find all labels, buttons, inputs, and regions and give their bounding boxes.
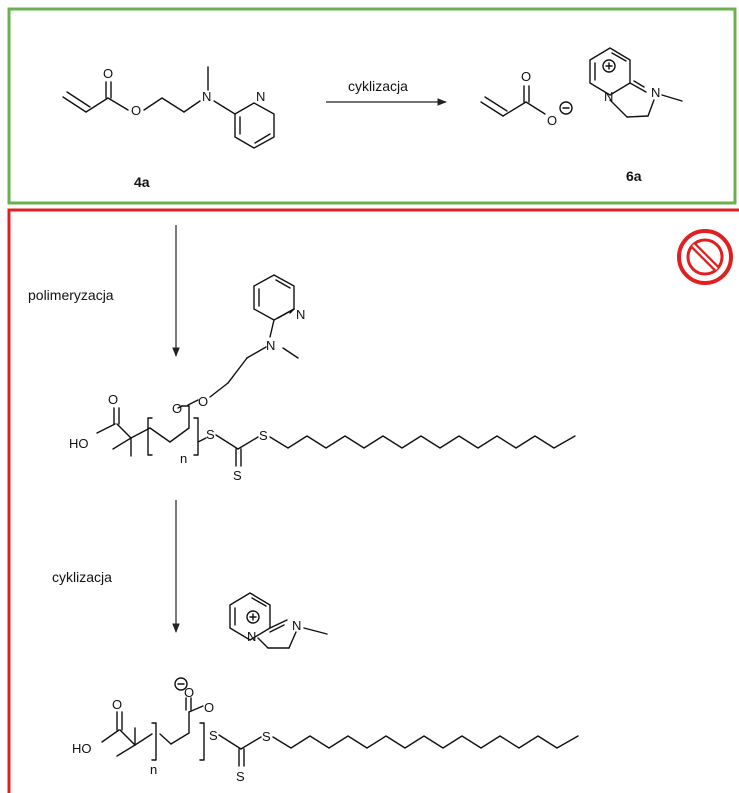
atom-n-cation-bottom-2: N [292,618,301,633]
bottom-panel-border [7,208,739,793]
atom-o-polymer2-carbonyl: O [184,685,194,700]
polymer1-pendant-structure [187,274,299,406]
compound-label-4a: 4a [134,174,150,190]
subscript-n-polymer1: n [180,451,187,466]
atom-n-4a-amine: N [202,89,211,104]
atom-o-polymer1-ester: O [198,394,208,409]
atom-s-polymer2-1: S [209,728,218,743]
atom-ho-polymer2: HO [72,741,92,756]
subscript-n-polymer2: n [150,762,157,777]
acrylate-anion-structure [480,85,573,117]
polymer1-backbone-structure [96,405,576,467]
atom-s-polymer2-thione: S [236,769,245,784]
compound-label-6a: 6a [626,168,642,184]
top-panel-border [7,7,737,205]
compound-4a-structure [62,66,275,149]
atom-o-polymer1-acid-carbonyl: O [108,392,118,407]
atom-o-polymer2-carboxylate: O [204,700,214,715]
cation-bottom-structure [229,592,328,649]
arrow-label-top: cyklizacja [348,78,408,94]
arrow-label-cyclisation: cyklizacja [52,569,112,585]
atom-n-cation-bottom-1: N [247,629,256,644]
atom-o-4a-carbonyl: O [103,66,113,81]
atom-s-polymer1-2: S [259,428,268,443]
compound-6a-structure [589,47,683,118]
atom-o-polymer1-ester-carbonyl: O [172,401,182,416]
arrow-label-polymerisation: polimeryzacja [28,287,114,303]
atom-n-4a-pyridine: N [256,89,265,104]
atom-ho-polymer1: HO [69,436,89,451]
atom-n-6a-cation: N [604,89,613,104]
atom-n-polymer1-amine: N [266,338,275,353]
atom-s-polymer1-1: S [206,427,215,442]
atom-o-acrylate-anion: O [547,113,557,128]
atom-n-polymer1-pyridine: N [296,307,305,322]
polymer2-structure [101,677,579,767]
atom-s-polymer1-thione: S [233,468,242,483]
prohibited-icon [677,229,733,285]
atom-n-6a-methyl: N [651,85,660,100]
atom-o-4a-ester: O [131,103,141,118]
atom-s-polymer2-2: S [262,729,271,744]
atom-o-acrylate-carbonyl: O [521,69,531,84]
atom-o-polymer2-acid-carbonyl: O [112,697,122,712]
